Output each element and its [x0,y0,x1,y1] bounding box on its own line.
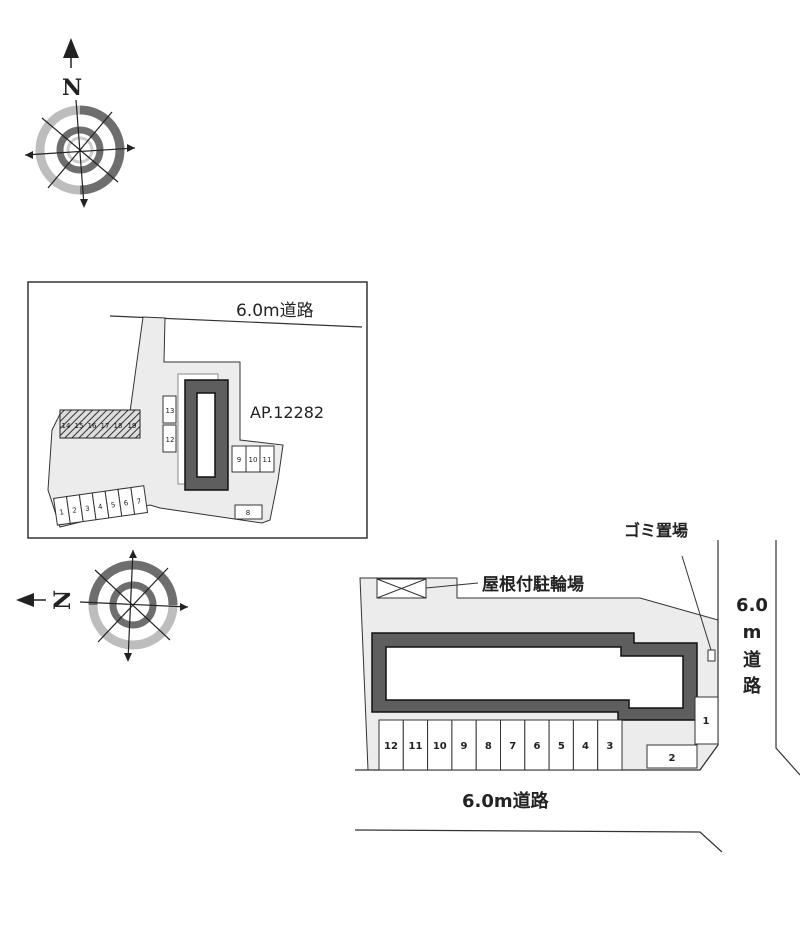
svg-text:m: m [743,622,762,643]
svg-text:18: 18 [114,422,123,430]
inset-hatched-slots: 14 15 16 17 18 19 [59,409,141,439]
ap-code: AP.12282 [250,403,324,422]
svg-text:15: 15 [75,422,84,430]
inset-slot: 5 [110,501,116,510]
svg-text:16: 16 [88,422,97,430]
inset-slot: 8 [246,509,250,517]
parking-slot-label: 12 [384,741,398,752]
svg-text:道: 道 [743,649,761,671]
compass-rotated-icon: N [16,549,189,662]
north-label: N [62,75,82,101]
inset-slot: 3 [85,505,91,514]
svg-text:17: 17 [101,422,110,430]
parking-slot-1: 1 [703,716,710,727]
inset-slot: 1 [59,508,65,517]
parking-slot-label: 7 [509,741,516,752]
inset-slot: 4 [98,503,104,512]
right-road-label: 6.0 m 道 路 [736,595,768,697]
inset-slot: 11 [263,456,272,464]
main-site-plan: 屋根付駐輪場 ゴミ置場 12 11 10 9 8 7 6 5 4 3 [354,521,800,853]
inset-map: 6.0m道路 AP.12282 14 15 16 17 18 19 13 12 … [27,281,368,539]
parking-slot-label: 4 [582,741,589,752]
inset-slot: 13 [166,407,175,415]
bottom-road-label: 6.0m道路 [462,790,550,812]
svg-text:19: 19 [128,422,137,430]
bike-shelter-label: 屋根付駐輪場 [482,574,584,595]
parking-slot-label: 6 [534,741,541,752]
parking-slot-2: 2 [669,753,676,764]
inset-slot: 7 [136,497,142,506]
parking-slot-label: 3 [606,741,613,752]
parking-row: 12 11 10 9 8 7 6 5 4 3 [378,719,623,771]
inset-slot: 12 [166,436,175,444]
bike-shelter [376,578,479,599]
north-label-rotated: N [50,590,76,610]
inset-road-label: 6.0m道路 [236,301,314,321]
svg-text:路: 路 [743,675,762,697]
garbage-label: ゴミ置場 [624,521,688,540]
inset-slot: 10 [249,456,258,464]
parking-slot-label: 11 [409,741,423,752]
inset-slot: 2 [72,506,78,515]
parking-slot-label: 9 [461,741,468,752]
inset-slot: 9 [237,456,241,464]
garbage-area [707,649,716,662]
parking-slot-label: 8 [485,741,492,752]
parking-slot-label: 10 [433,741,447,752]
svg-text:14: 14 [62,422,71,430]
parking-slot-label: 5 [558,741,565,752]
compass-north-icon: N [24,38,136,208]
svg-text:6.0: 6.0 [736,595,768,616]
inset-slot: 6 [123,499,129,508]
